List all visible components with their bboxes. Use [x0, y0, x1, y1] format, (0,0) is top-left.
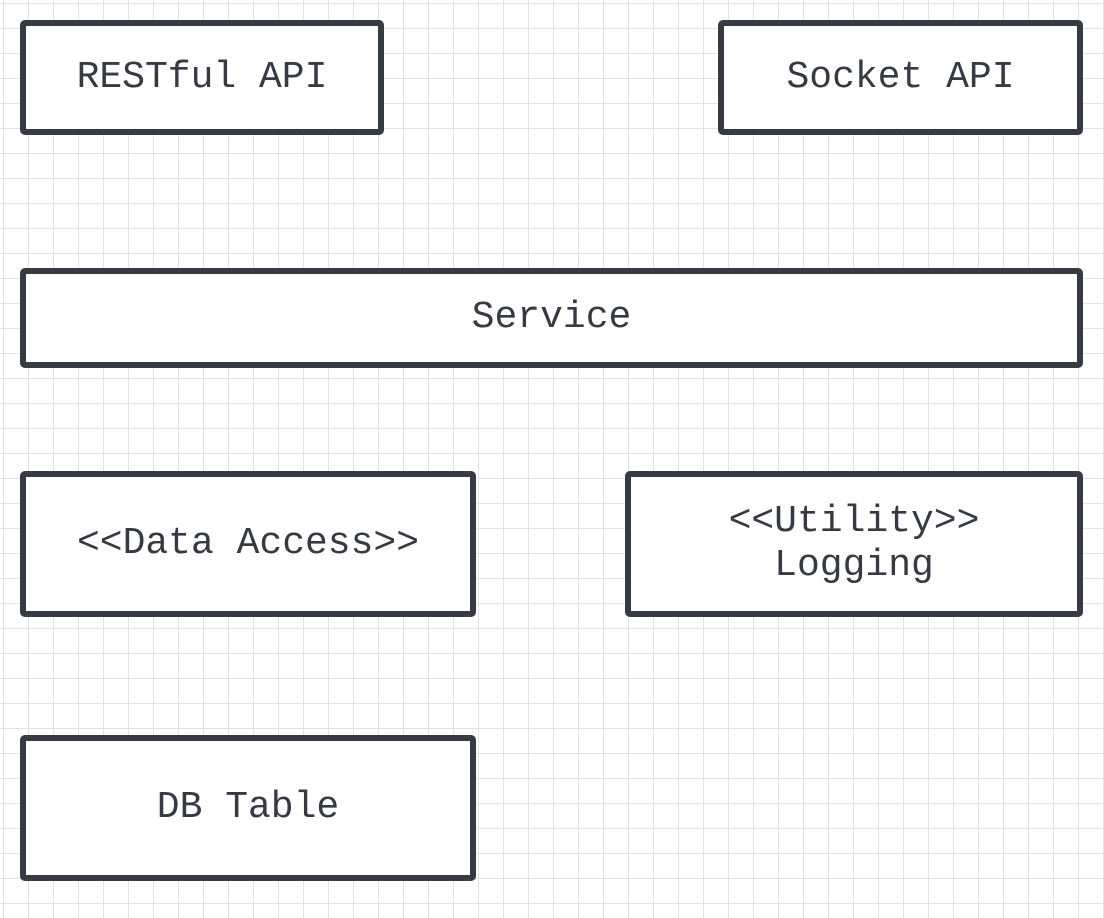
- db-table-label: DB Table: [156, 786, 340, 829]
- restful-api-node[interactable]: RESTful API: [20, 20, 384, 135]
- service-label: Service: [471, 296, 632, 339]
- service-node[interactable]: Service: [20, 268, 1083, 368]
- logging-utility-label: <<Utility>> Logging: [728, 500, 980, 587]
- logging-utility-node[interactable]: <<Utility>> Logging: [625, 471, 1083, 617]
- restful-api-label: RESTful API: [76, 55, 328, 99]
- data-access-node[interactable]: <<Data Access>>: [20, 471, 476, 617]
- data-access-label: <<Data Access>>: [76, 522, 420, 565]
- socket-api-node[interactable]: Socket API: [718, 20, 1083, 135]
- socket-api-label: Socket API: [786, 55, 1015, 99]
- db-table-node[interactable]: DB Table: [20, 735, 476, 881]
